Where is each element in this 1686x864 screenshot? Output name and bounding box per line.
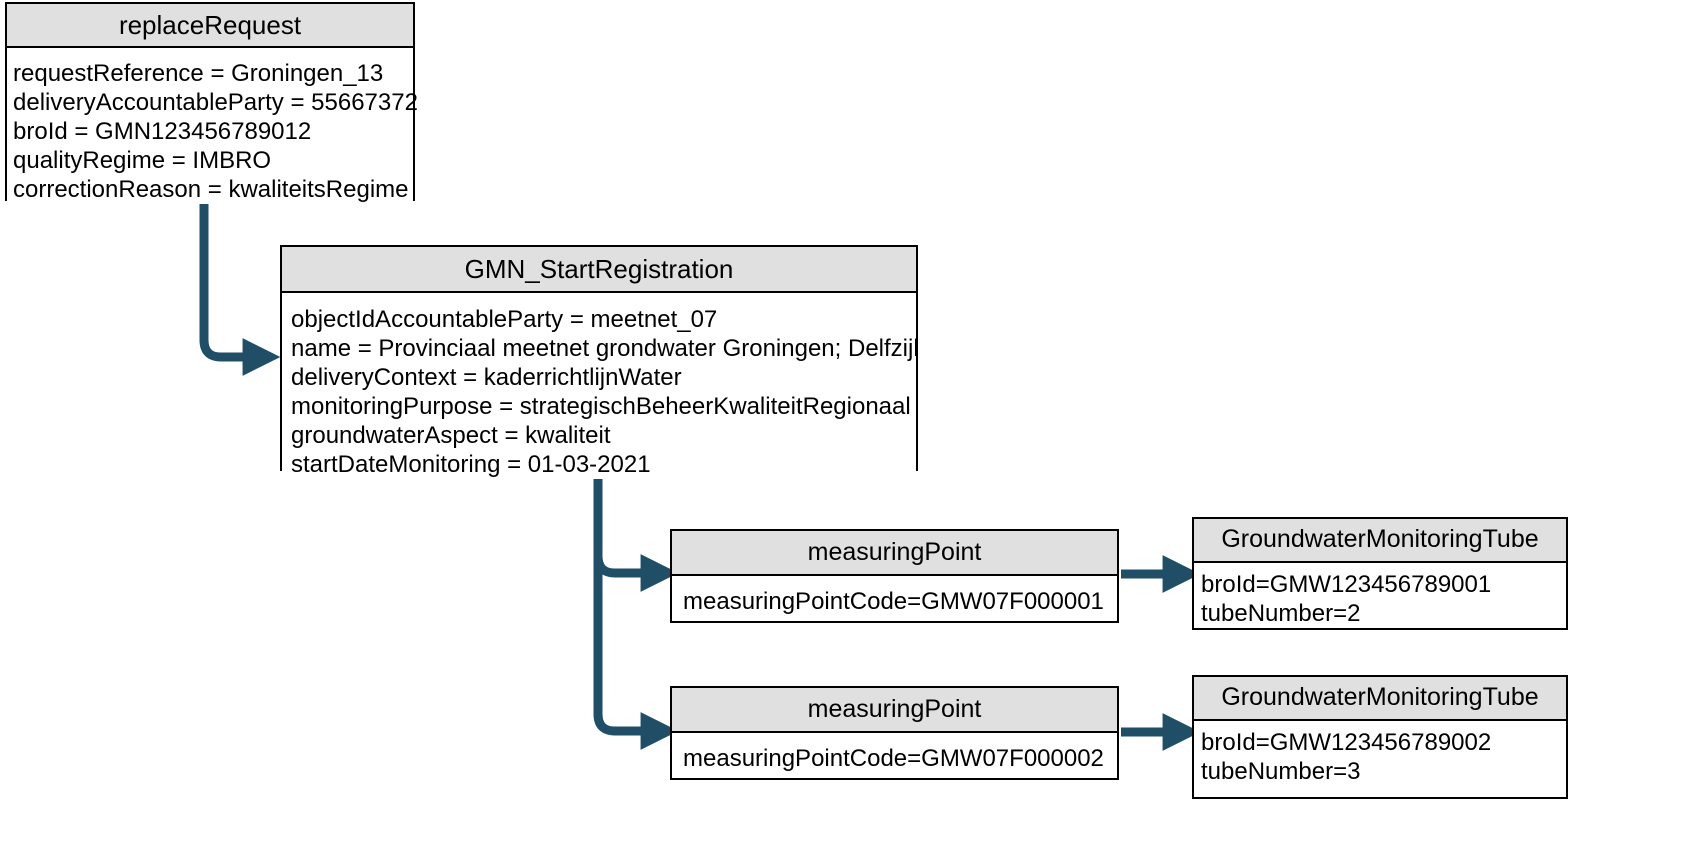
attribute-row: deliveryAccountableParty = 55667372 — [13, 89, 418, 116]
attribute-row: broId=GMW123456789002 — [1201, 729, 1492, 756]
attribute-row: requestReference = Groningen_13 — [13, 60, 384, 87]
object-box-attributes: broId=GMW123456789002 tubeNumber=3 — [1194, 721, 1566, 786]
connector-gmn-to-measuring-point-1 — [593, 473, 679, 592]
attribute-row: groundwaterAspect = kwaliteit — [291, 422, 611, 449]
object-box-gmn-start-registration[interactable]: GMN_StartRegistration objectIdAccountabl… — [280, 245, 919, 479]
attribute-row: correctionReason = kwaliteitsRegime — [13, 176, 409, 203]
attribute-row: tubeNumber=2 — [1201, 600, 1361, 627]
object-box-measuring-point-1[interactable]: measuringPoint measuringPointCode=GMW07F… — [670, 529, 1119, 623]
attribute-row: broId=GMW123456789001 — [1201, 571, 1492, 598]
connector-replace-request-to-gmn — [199, 203, 281, 376]
object-box-replace-request[interactable]: replaceRequest requestReference = Gronin… — [5, 2, 418, 204]
object-box-attributes: measuringPointCode=GMW07F000002 — [672, 733, 1117, 773]
attribute-row: startDateMonitoring = 01-03-2021 — [291, 451, 651, 478]
object-box-groundwater-monitoring-tube-1[interactable]: GroundwaterMonitoringTube broId=GMW12345… — [1192, 517, 1568, 630]
object-box-title: GMN_StartRegistration — [282, 247, 916, 293]
attribute-row: tubeNumber=3 — [1201, 758, 1361, 785]
attribute-row: objectIdAccountableParty = meetnet_07 — [291, 306, 718, 333]
object-box-groundwater-monitoring-tube-2[interactable]: GroundwaterMonitoringTube broId=GMW12345… — [1192, 675, 1568, 799]
object-box-title: GroundwaterMonitoringTube — [1194, 519, 1566, 563]
attribute-row: monitoringPurpose = strategischBeheerKwa… — [291, 393, 911, 420]
object-box-attributes: broId=GMW123456789001 tubeNumber=2 — [1194, 563, 1566, 628]
object-box-attributes: objectIdAccountableParty = meetnet_07 na… — [282, 293, 919, 479]
connector-gmn-to-measuring-point-2 — [593, 473, 679, 750]
object-box-measuring-point-2[interactable]: measuringPoint measuringPointCode=GMW07F… — [670, 686, 1119, 780]
attribute-row: measuringPointCode=GMW07F000001 — [683, 588, 1104, 615]
attribute-row: measuringPointCode=GMW07F000002 — [683, 745, 1104, 772]
object-box-title: measuringPoint — [672, 688, 1117, 733]
object-box-attributes: measuringPointCode=GMW07F000001 — [672, 576, 1117, 616]
object-box-title: replaceRequest — [7, 4, 413, 48]
attribute-row: broId = GMN123456789012 — [13, 118, 312, 145]
object-box-title: measuringPoint — [672, 531, 1117, 576]
object-box-title: GroundwaterMonitoringTube — [1194, 677, 1566, 721]
attribute-row: name = Provinciaal meetnet grondwater Gr… — [291, 335, 919, 362]
attribute-row: deliveryContext = kaderrichtlijnWater — [291, 364, 682, 391]
attribute-row: qualityRegime = IMBRO — [13, 147, 272, 174]
object-box-attributes: requestReference = Groningen_13 delivery… — [7, 48, 418, 204]
